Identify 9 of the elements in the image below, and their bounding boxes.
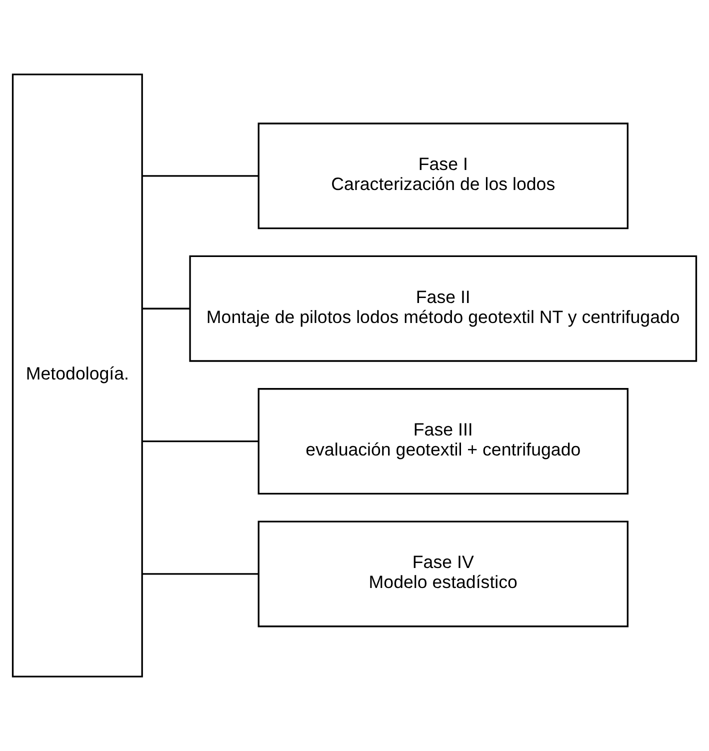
node-box: Metodología.: [12, 74, 143, 678]
connector: [142, 175, 258, 177]
connector: [142, 308, 190, 310]
node-box: Fase III evaluación geotextil + centrifugado: [258, 388, 628, 495]
node-box: Fase I Caracterización de los lodos: [258, 122, 628, 230]
connector: [142, 440, 258, 442]
node-box: Fase II Montaje de pilotos lodos método geotextil NT y centrifugado: [189, 255, 698, 362]
connector: [142, 573, 258, 575]
node-box: Fase IV Modelo estadístico: [258, 520, 628, 628]
